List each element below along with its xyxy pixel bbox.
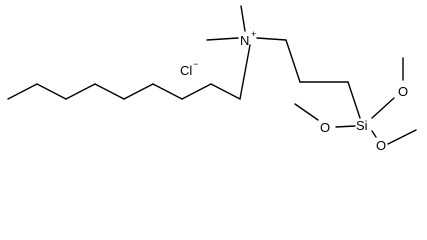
octyl-chain (7, 44, 251, 100)
oxygen-label-left: O (320, 120, 330, 135)
methyl-groups (206, 5, 246, 41)
methyl-bond-up (240, 5, 246, 32)
methyl-bond-left (206, 37, 239, 41)
silicon-label: Si (356, 118, 368, 133)
o-methyl-bond-bottom (387, 129, 417, 145)
propyl-silicon-bond (347, 81, 361, 119)
nitrogen-charge: + (251, 29, 256, 39)
octyl-bond (152, 83, 183, 100)
chemical-structure: N + Cl − Si O O O (7, 5, 417, 153)
si-o-bond-bottom (371, 130, 377, 138)
octyl-bond (94, 83, 125, 100)
chloride-charge: − (193, 59, 198, 69)
si-o-bond-top (371, 97, 395, 119)
si-o-bond-left (335, 125, 356, 128)
chloride-label: Cl (180, 63, 192, 78)
octyl-nitrogen-bond (239, 44, 251, 100)
propyl-bond (256, 37, 287, 41)
methoxy-groups (294, 57, 417, 145)
octyl-bond (36, 83, 67, 100)
oxygen-label-bottom: O (376, 138, 386, 153)
octyl-bond (65, 83, 96, 100)
o-methyl-bond-left (294, 103, 319, 121)
propyl-chain (256, 37, 361, 119)
oxygen-label-top: O (398, 84, 408, 99)
octyl-bond (181, 83, 212, 100)
propyl-bond (285, 39, 301, 83)
octyl-bond (123, 83, 154, 100)
nitrogen-label: N (240, 33, 249, 48)
octyl-bond (210, 83, 241, 100)
octyl-bond (7, 83, 38, 100)
atom-labels: N + Cl − Si O O O (180, 29, 408, 153)
